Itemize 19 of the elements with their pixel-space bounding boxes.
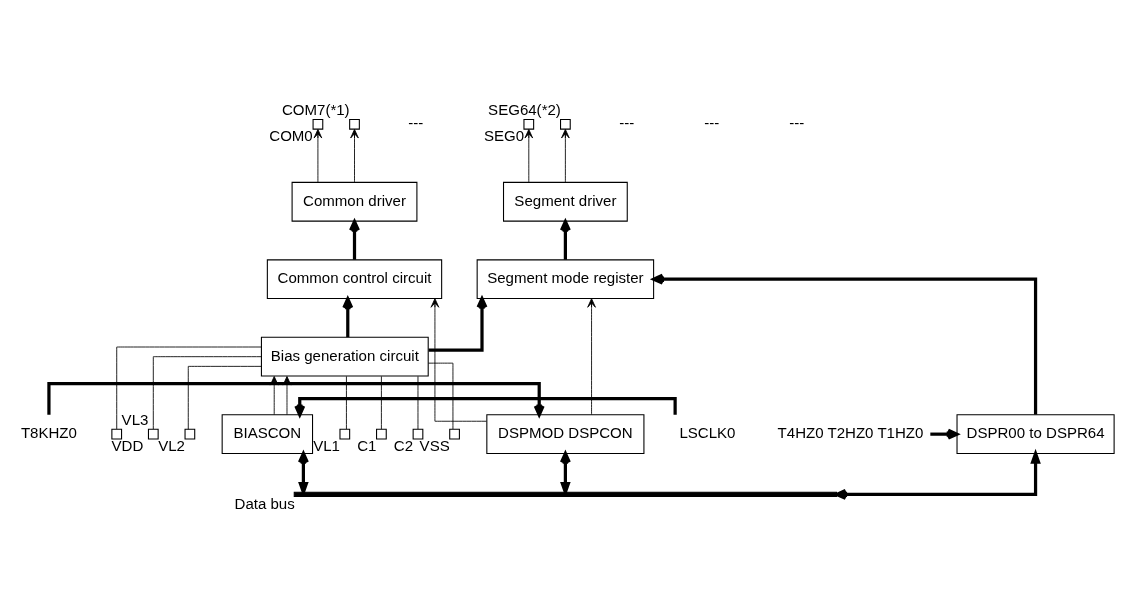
- node-label: Data bus: [234, 494, 295, 512]
- label: ---: [704, 113, 720, 131]
- node-label: C2: [393, 436, 414, 454]
- node-label: COM7(*1): [281, 100, 350, 118]
- node-text: T4HZ0 T2HZ0 T1HZ0: [777, 423, 924, 441]
- node-label: VDD: [111, 436, 144, 454]
- node-label: VSS: [419, 436, 450, 454]
- node-label: COM0: [269, 126, 313, 144]
- node-label: C1: [357, 436, 377, 454]
- label: ---: [619, 113, 635, 131]
- node-label: SEG64(*2): [488, 100, 561, 118]
- node-label: VL3: [121, 410, 149, 428]
- node-label: VL1: [313, 436, 340, 454]
- node-text: LSCLK0: [679, 423, 736, 441]
- node-label: VL2: [158, 436, 185, 454]
- node-label: SEG0: [483, 126, 525, 144]
- label: ---: [408, 113, 424, 131]
- label: ---: [789, 113, 805, 131]
- node-text: T8KHZ0: [20, 423, 77, 441]
